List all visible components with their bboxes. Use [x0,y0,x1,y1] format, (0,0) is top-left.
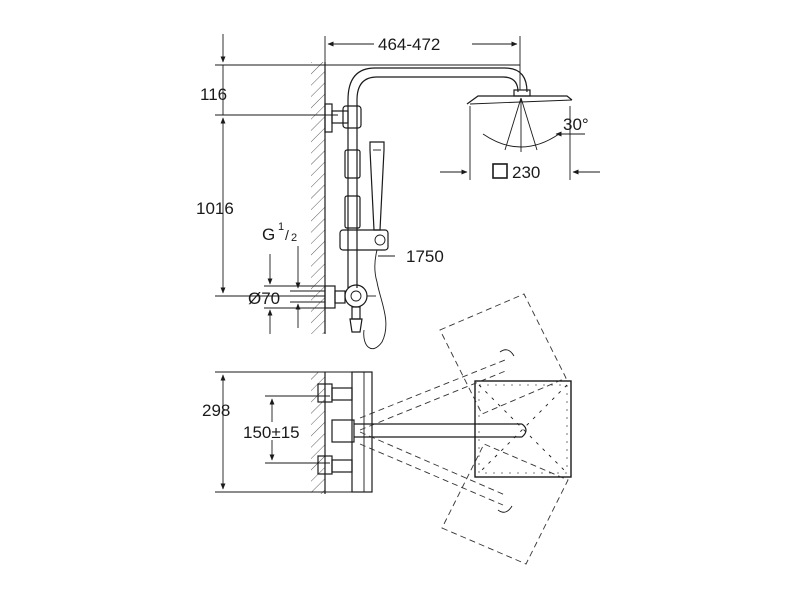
dim-depth: 298 [202,401,230,420]
dim-tilt-angle: 30° [563,115,589,134]
head-plan-square [474,380,572,478]
arm-plan-end [521,423,527,438]
dim-head-size: 230 [512,163,540,182]
nut-plan-bottom [331,459,353,473]
arm-rot-down-a [359,431,506,496]
thread-num: 1 [278,221,284,233]
side-view: 116 1016 464-472 30° [196,34,600,350]
wall-bracket-arm [331,110,349,124]
wall-bracket-plate [324,103,333,133]
head-plan-diag-1 [478,384,568,474]
arm-rot-up-end [499,349,515,357]
wall-connector [324,285,336,309]
arm-rot-down-end [497,505,513,513]
hand-shower [369,141,385,231]
thread-slash: / [285,227,289,243]
hose-nut [349,318,363,333]
square-symbol-icon [492,163,508,179]
dim-height-outlet: 1016 [196,199,234,218]
wall-bracket-clamp [342,105,362,129]
tilt-arc [482,133,560,148]
arm-rot-up-a [359,359,506,419]
nut-plan-top [331,387,353,401]
arm-rot-up-b [359,369,509,431]
tilt-line-left [504,97,522,151]
wall-hatch [311,62,325,334]
head-rot-up [439,293,567,415]
mixer-stem [351,306,361,320]
hose [363,249,387,350]
dim-hose-length: 1750 [406,247,444,266]
top-view: 298 150±15 [202,293,572,565]
head-plan-diag-2 [478,384,568,474]
dim-centres: 150±15 [243,423,300,442]
dim-top-offset: 116 [200,85,227,104]
connector-nut [334,290,346,304]
mixer-plan-body [351,371,373,493]
mixer-body [344,284,368,308]
arm-rot-down-b [359,443,504,506]
shower-arm-inner [356,76,519,101]
bar-clamp-mid [344,195,361,229]
mixer-core [350,290,362,302]
dim-diameter: Ø70 [248,289,280,308]
head-connector [513,89,531,97]
dim-arm-reach: 464-472 [378,35,440,54]
head-shower-body [466,95,573,105]
tilt-line-right [520,97,538,151]
thread-den: 2 [291,232,297,244]
bar-clamp-upper [344,149,361,179]
thread-label-g: G [262,225,275,244]
head-rot-down [441,443,569,565]
slider-knob [374,234,386,246]
shower-arm-outer [347,67,528,101]
riser-plan [331,419,355,443]
slider-holder [339,229,389,251]
